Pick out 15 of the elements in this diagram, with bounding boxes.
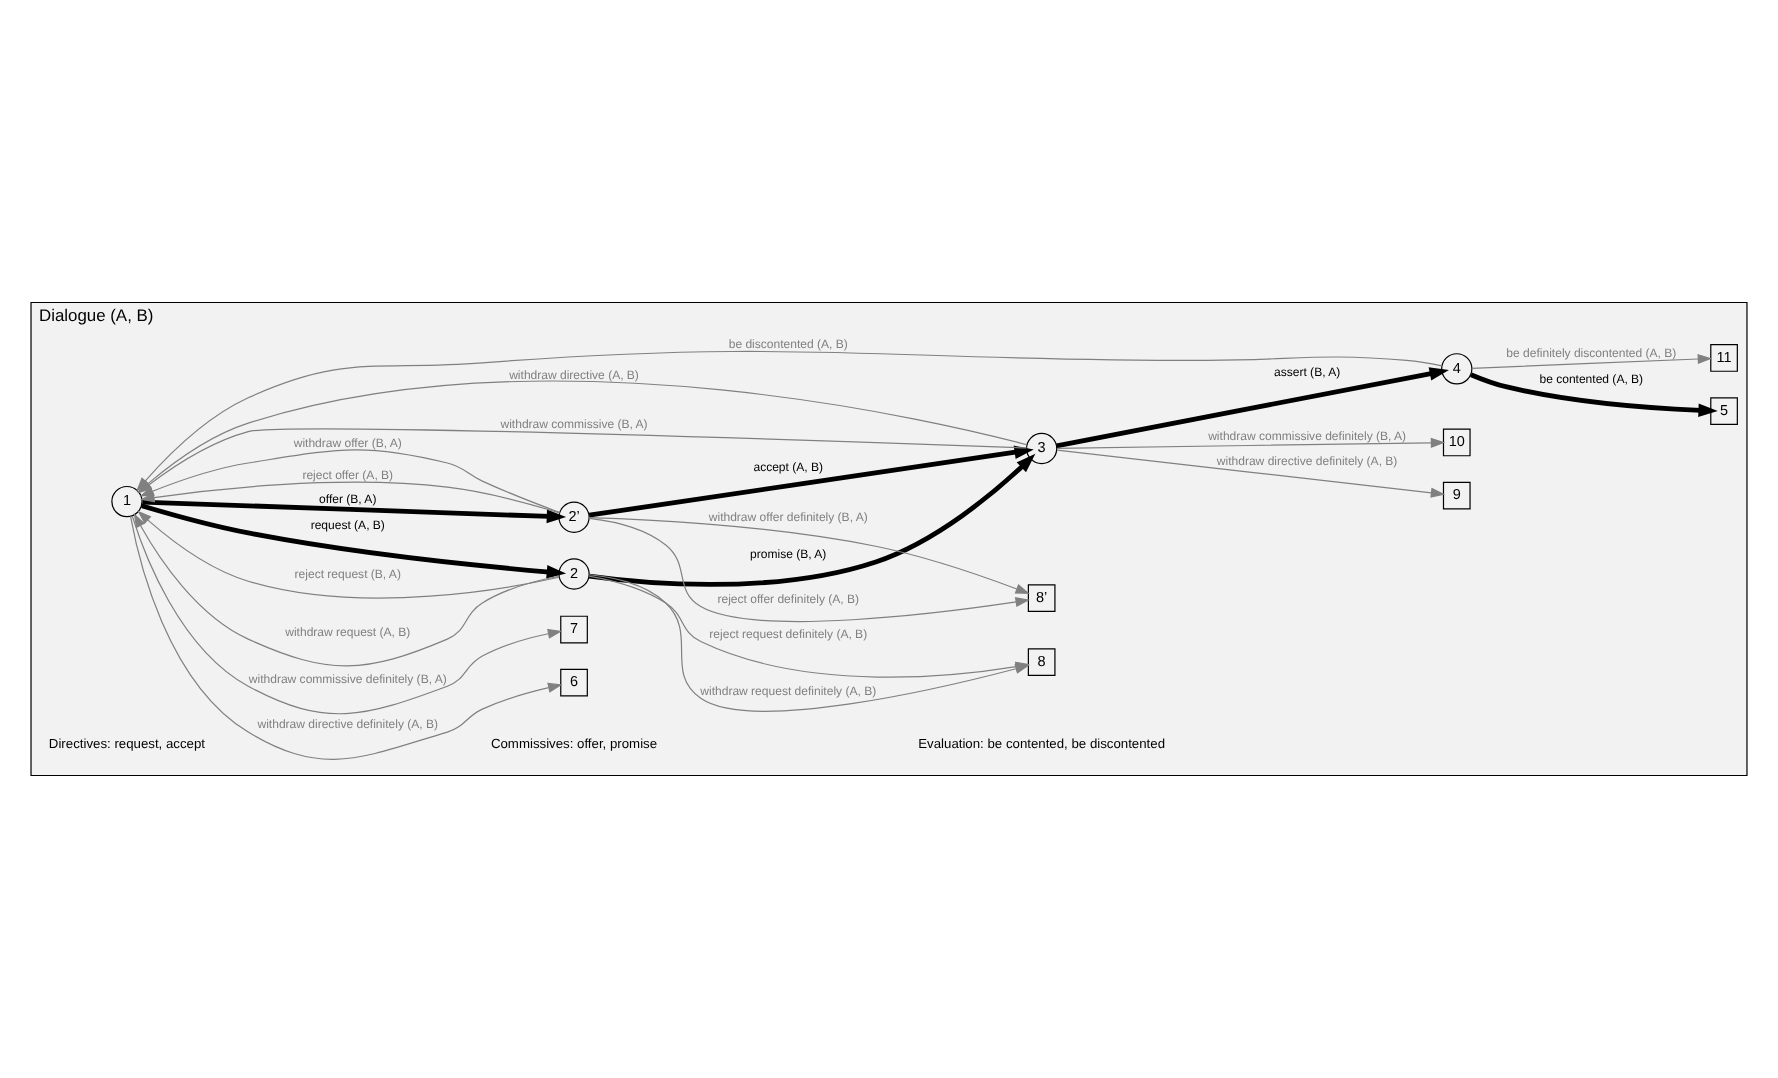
- arrow: [1056, 367, 1449, 449]
- arrow: [1471, 353, 1713, 369]
- arrow: [142, 499, 567, 524]
- arrow: [588, 517, 1030, 623]
- arrow: [131, 515, 563, 715]
- arrow: [141, 503, 567, 579]
- arrow: [1056, 449, 1446, 498]
- arrow: [129, 515, 563, 760]
- arrow: [1470, 372, 1718, 418]
- arrow: [588, 453, 1036, 587]
- arrow: [133, 513, 560, 667]
- arrow: [588, 517, 1030, 594]
- arrow: [1056, 437, 1446, 449]
- arrow: [137, 510, 560, 599]
- arrow: [588, 445, 1034, 518]
